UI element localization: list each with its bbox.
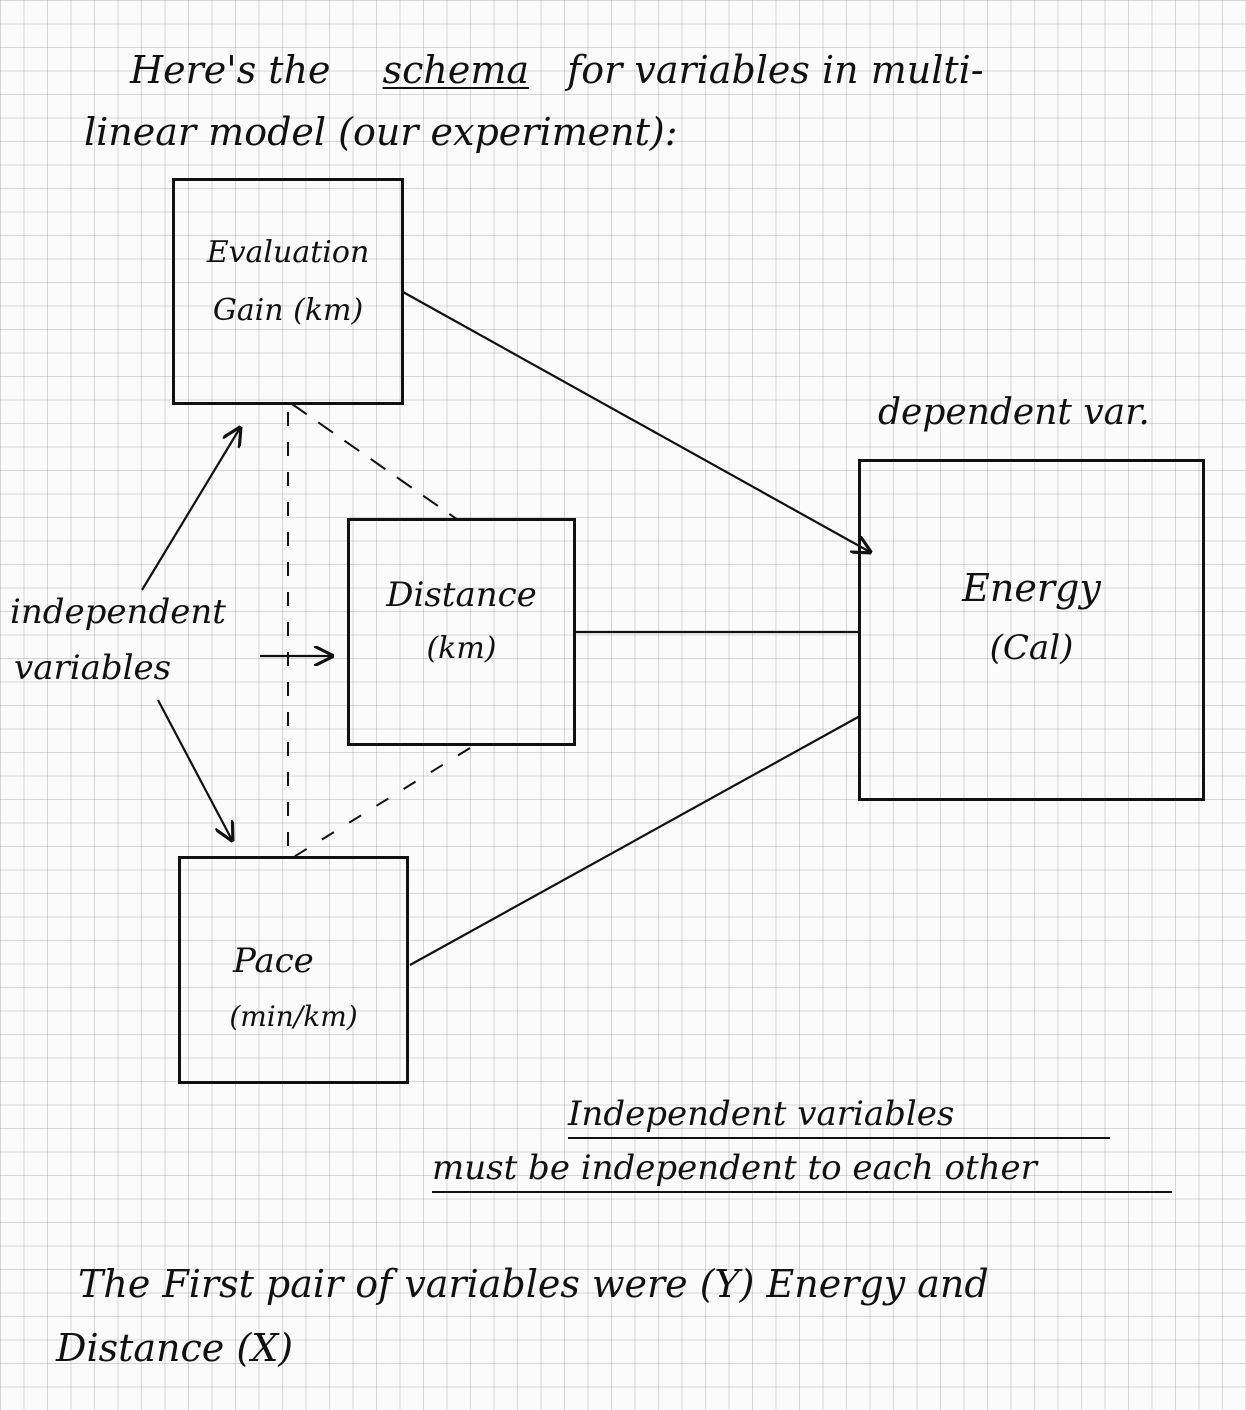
node-pace-label-1: Pace xyxy=(233,941,314,981)
intro-line-2: linear model (our experiment): xyxy=(84,110,678,154)
node-evaluation-label-1: Evaluation xyxy=(206,235,370,270)
footer-line-1: The First pair of variables were (Y) Ene… xyxy=(78,1262,989,1306)
node-distance-label-2: (km) xyxy=(426,631,497,666)
note-line-2: must be independent to each other xyxy=(432,1148,1037,1188)
label-independent-1: independent xyxy=(10,592,226,632)
node-distance: Distance (km) xyxy=(347,518,576,746)
intro-keyword-schema: schema xyxy=(382,48,530,92)
node-evaluation-label-2: Gain (km) xyxy=(212,293,364,328)
node-evaluation-gain: Evaluation Gain (km) xyxy=(172,178,404,405)
node-pace-label-2: (min/km) xyxy=(229,1000,358,1033)
node-pace: Pace (min/km) xyxy=(178,856,409,1084)
edge-evaluation-to-energy xyxy=(402,291,870,552)
intro-line-1: Here's the schema for variables in multi… xyxy=(130,48,984,92)
intro-suffix: for variables in multi- xyxy=(567,48,984,92)
note-line-1: Independent variables xyxy=(568,1094,955,1134)
label-independent-2: variables xyxy=(14,648,172,688)
node-energy-label-1: Energy xyxy=(962,566,1101,610)
dashed-evaluation-to-distance xyxy=(291,403,459,521)
dashed-distance-to-pace xyxy=(291,747,471,859)
node-energy-label-2: (Cal) xyxy=(989,628,1074,668)
label-dependent-var: dependent var. xyxy=(878,392,1150,433)
node-energy: Energy (Cal) xyxy=(858,459,1205,801)
arrow-independent-to-pace xyxy=(157,699,232,840)
arrow-independent-to-evaluation xyxy=(141,428,240,591)
node-distance-label-1: Distance xyxy=(386,575,537,615)
footer-line-2: Distance (X) xyxy=(56,1326,294,1370)
intro-prefix: Here's the xyxy=(130,48,331,92)
edge-pace-to-energy xyxy=(409,715,861,966)
